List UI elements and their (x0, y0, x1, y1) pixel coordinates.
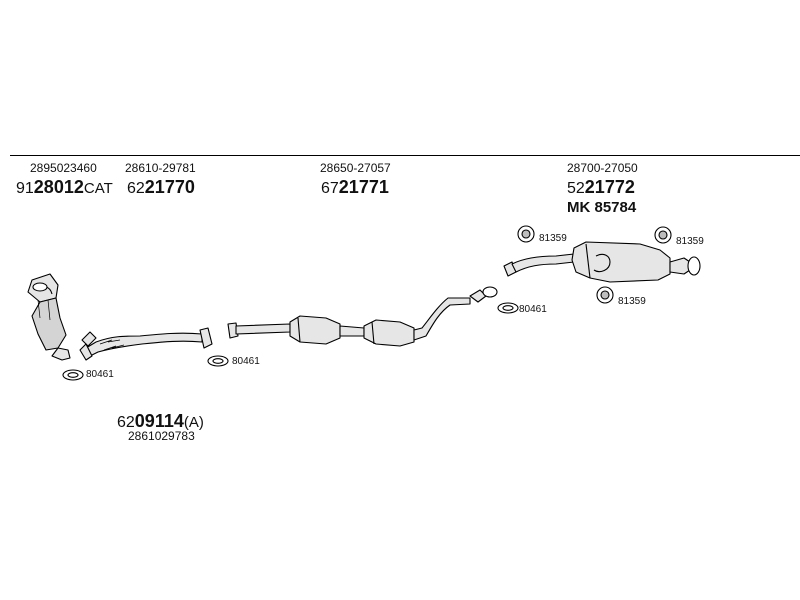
rear-silencer-section (503, 241, 701, 283)
part-code-catalyst: 2895023460 (30, 161, 97, 175)
rubber-mount-top-right (654, 226, 672, 244)
part-number-catalyst: 9128012CAT (16, 177, 113, 197)
part-number-front-pipe: 6221770 (127, 177, 195, 197)
gasket-label-right: 80461 (519, 304, 547, 315)
mount-label-top-right: 81359 (676, 236, 704, 247)
gasket-left (62, 369, 84, 381)
rubber-mount-top-left (517, 225, 535, 243)
catalytic-converter (27, 273, 71, 361)
mount-label-bottom: 81359 (618, 296, 646, 307)
part-code-bottom: 2861029783 (128, 429, 195, 443)
middle-silencer-section (227, 286, 498, 347)
part-number-rear-silencer: 5221772 (567, 177, 635, 197)
divider-line (10, 155, 800, 156)
rubber-mount-bottom (596, 286, 614, 304)
part-code-middle-silencer: 28650-27057 (320, 161, 391, 175)
gasket-label-middle: 80461 (232, 356, 260, 367)
part-code-rear-silencer: 28700-27050 (567, 161, 638, 175)
front-pipe (79, 327, 213, 361)
part-number-bottom: 6209114(A) (117, 411, 204, 431)
gasket-middle (207, 355, 229, 367)
mount-label-top-left: 81359 (539, 233, 567, 244)
part-number-middle-silencer: 6721771 (321, 177, 389, 197)
gasket-right (497, 302, 519, 314)
part-code-front-pipe: 28610-29781 (125, 161, 196, 175)
gasket-label-left: 80461 (86, 369, 114, 380)
mounting-kit-number: MK 85784 (567, 199, 637, 216)
